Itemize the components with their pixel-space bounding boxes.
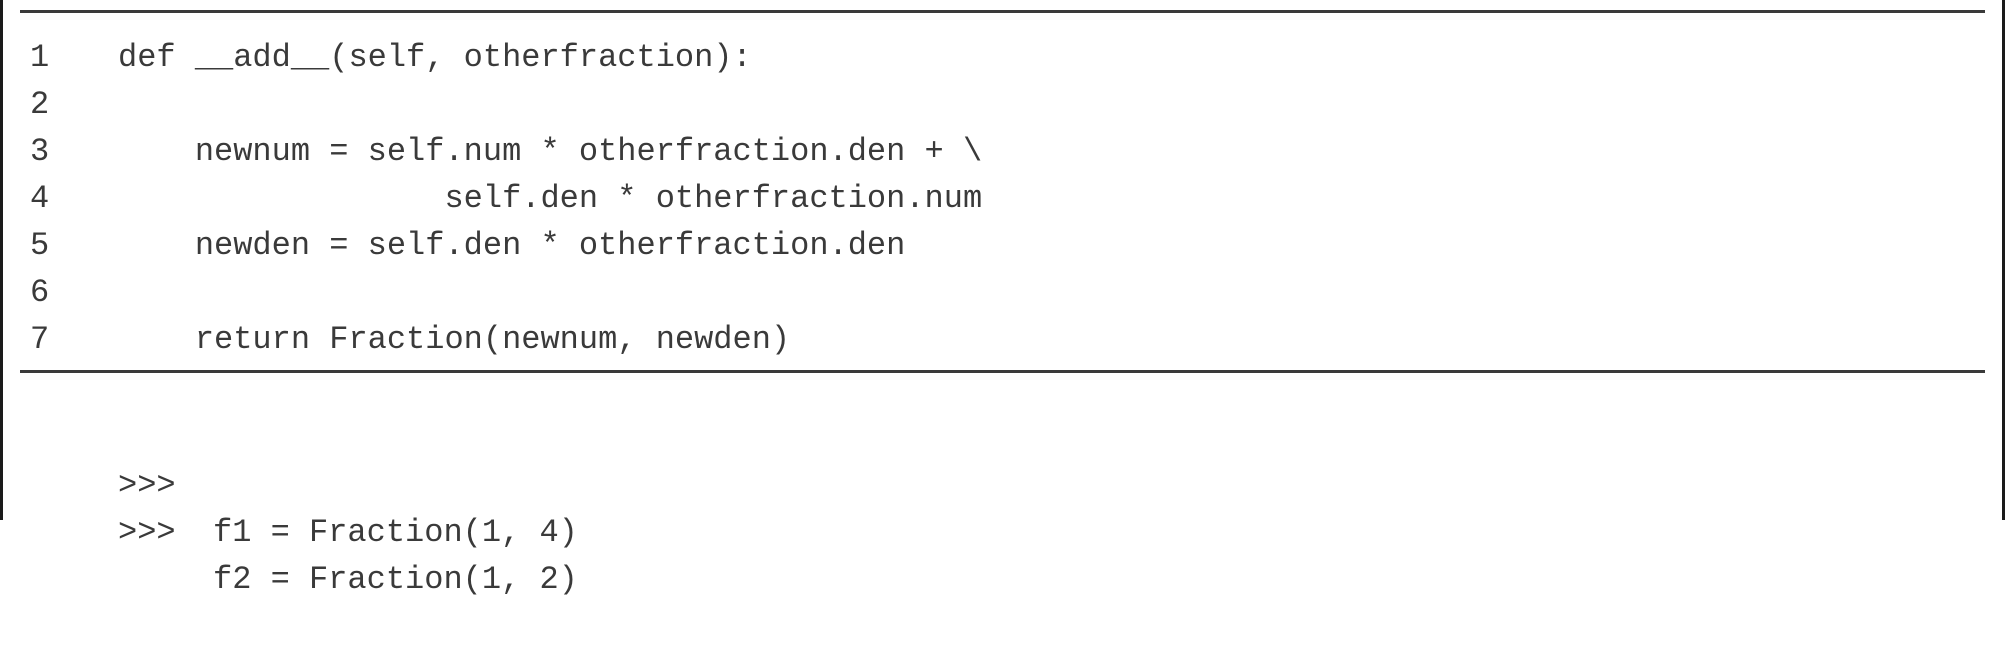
listing-top-rule [20,10,1985,13]
repl-prompt: >>> [118,514,176,551]
code-text: newnum = self.num * otherfraction.den + … [118,133,983,170]
code-text: def __add__(self, otherfraction): [118,39,752,76]
line-number: 2 [30,86,50,123]
interactive-session: >>> f1 = Fraction(1, 4) >>> f2 = Fractio… [0,415,1990,598]
code-line: 1 def __add__(self, otherfraction): [0,34,1990,81]
code-line: 5 newden = self.den * otherfraction.den [0,222,1990,269]
code-text: self.den * otherfraction.num [118,180,983,217]
code-line: 3 newnum = self.num * otherfraction.den … [0,128,1990,175]
code-line: 7 return Fraction(newnum, newden) [0,316,1990,363]
line-number: 3 [30,133,50,170]
page-border-left [0,0,3,520]
code-line: 4 self.den * otherfraction.num [0,175,1990,222]
line-number: 7 [30,321,50,358]
line-number: 5 [30,227,50,264]
code-line: 2 [0,81,1990,128]
session-statement: f1 = Fraction(1, 4) [213,514,578,551]
session-line: >>> f2 = Fraction(1, 2) [0,462,1990,598]
session-statement: f2 = Fraction(1, 2) [213,561,578,598]
listing-bottom-rule [20,370,1985,373]
code-listing: 1 def __add__(self, otherfraction): 2 3 … [0,34,1990,363]
page-border-right [2002,0,2005,520]
line-number: 1 [30,39,50,76]
session-line: >>> f1 = Fraction(1, 4) [0,415,1990,551]
line-number: 6 [30,274,50,311]
code-text: newden = self.den * otherfraction.den [118,227,906,264]
line-number: 4 [30,180,50,217]
code-text: return Fraction(newnum, newden) [118,321,791,358]
code-line: 6 [0,269,1990,316]
repl-prompt: >>> [118,467,176,504]
